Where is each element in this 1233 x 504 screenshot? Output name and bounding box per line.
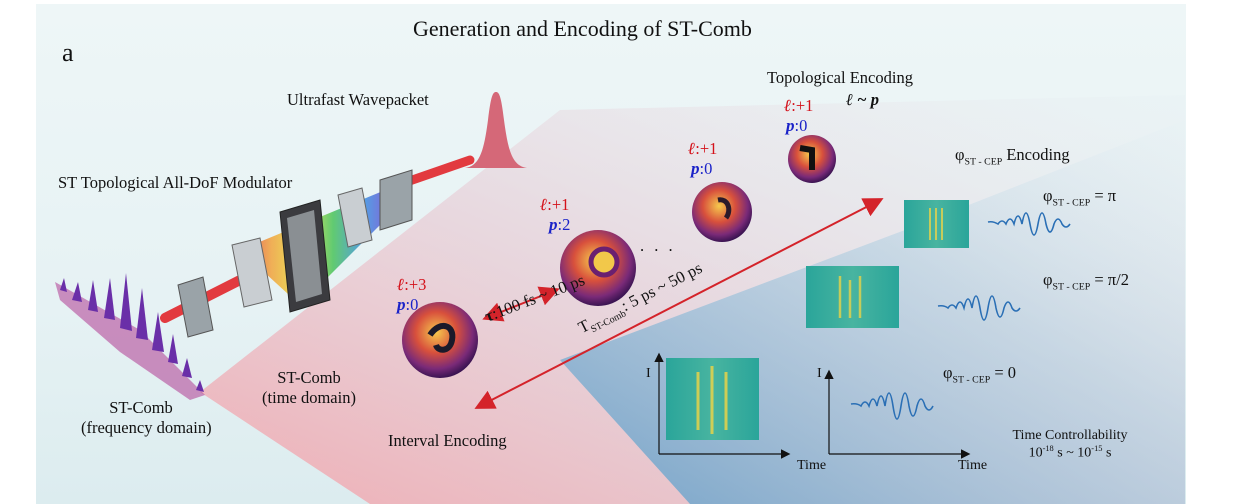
mode-donut-3 [692,182,752,242]
mode1-p: :0 [405,295,419,314]
mode-label-3: ℓ:+1 p:0 [688,139,718,178]
mode2-p: :2 [557,215,571,234]
mode-label-1: ℓ:+3 p:0 [397,275,427,314]
cep-value-pi: φST - CEP = π [1043,186,1116,208]
mode-label-2: ℓ:+1 p:2 [540,195,571,234]
axis-label-time-left: Time [797,458,827,473]
label-modulator: ST Topological All-DoF Modulator [58,173,293,192]
wave-0 [850,392,934,420]
label-freq-line1: ST-Comb [109,398,173,417]
tcomb-arrow [474,198,884,409]
cep-phi-1: φ [1043,186,1053,205]
wave-pi-2 [937,295,1021,321]
label-time-domain: ST-Comb (time domain) [259,368,359,408]
tc-b: -18 [1042,444,1054,453]
cep-sub-3: ST - CEP [952,374,991,386]
label-l-p-relation: ℓ ~ p [846,90,879,109]
cep-sub-2: ST - CEP [1052,281,1091,293]
cep-encoding-title: φST - CEP Encoding [955,145,1070,167]
cep-title-sub: ST - CEP [964,156,1003,168]
pattern-pi-2 [806,266,899,328]
time-controllability: Time Controllability 10-18 s ~ 10-15 s [1000,428,1140,462]
label-interval-encoding: Interval Encoding [388,431,507,450]
modulator-plates [177,169,413,338]
label-freq-domain: ST-Comb (frequency domain) [81,398,212,438]
mode1-l: :+3 [404,275,427,294]
cep-val-2: = π/2 [1094,270,1129,289]
cep-value-0: φST - CEP = 0 [943,363,1016,385]
axis-label-i-left: I [646,366,651,381]
mode-donut-1 [402,302,478,378]
pattern-0 [666,358,759,440]
frequency-comb [55,273,205,400]
cep-value-pi-2: φST - CEP = π/2 [1043,270,1129,292]
tc-a: 10 [1028,445,1043,461]
mode3-l: :+1 [695,139,718,158]
cep-val-3: = 0 [994,363,1017,382]
cep-val-1: = π [1094,186,1117,205]
panel-label: a [62,38,74,67]
label-time-line1: ST-Comb [277,368,341,387]
output-beam [160,270,255,323]
label-ultrafast: Ultrafast Wavepacket [287,90,429,109]
cep-phi-2: φ [1043,270,1053,289]
axis-label-i-right: I [817,366,822,381]
cep-sub-1: ST - CEP [1052,197,1091,209]
page-title: Generation and Encoding of ST-Comb [413,16,752,41]
axis-label-time-right: Time [958,458,988,473]
label-time-line2: (time domain) [262,388,356,407]
tc-d: -15 [1091,444,1103,453]
time-ctrl-line2: 10-18 s ~ 10-15 s [1000,444,1140,462]
mode-donut-4 [788,135,836,183]
mode3-p: :0 [699,159,713,178]
pattern-pi [904,200,969,248]
cep-title-text: Encoding [1006,145,1070,164]
mode4-p: :0 [794,116,808,135]
mode-label-4: ℓ:+1 p:0 [784,96,814,135]
cep-phi-3: φ [943,363,953,382]
time-ctrl-line1: Time Controllability [1012,428,1128,443]
tc-e: s [1102,445,1112,461]
tc-c: s ~ 10 [1053,445,1092,461]
cep-title-phi: φ [955,145,965,164]
ellipsis: . . . [640,236,676,255]
label-freq-line2: (frequency domain) [81,418,212,437]
ultrafast-pulse [465,92,527,168]
wave-pi [987,212,1071,236]
label-topological-encoding: Topological Encoding [767,68,913,87]
mode4-l: :+1 [791,96,814,115]
mode2-l: :+1 [547,195,570,214]
